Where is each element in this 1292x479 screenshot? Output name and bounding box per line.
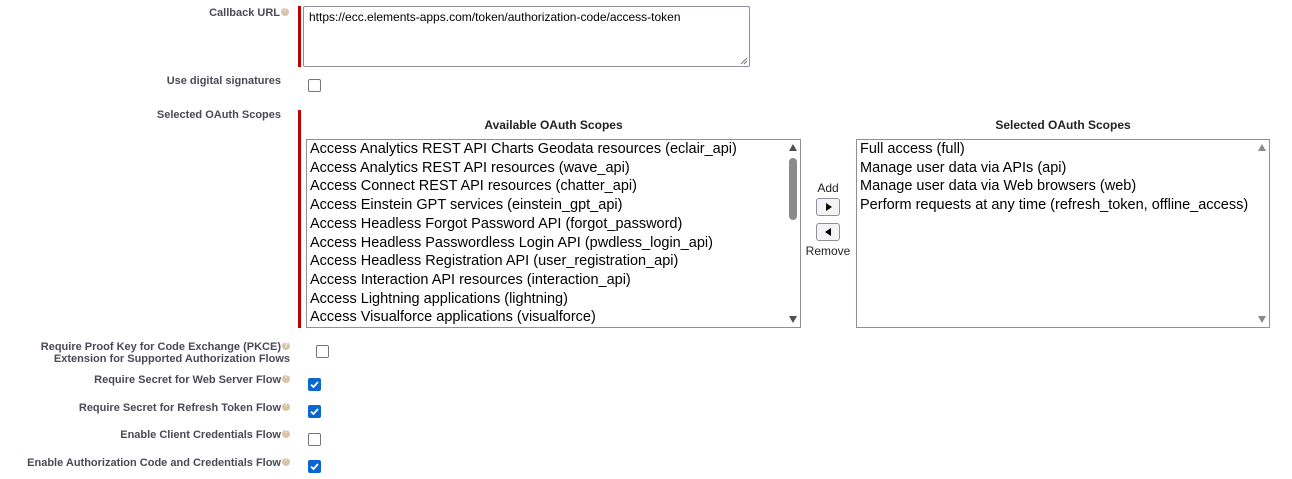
scroll-up-icon[interactable] xyxy=(1258,144,1266,151)
selected-scope-option[interactable]: Full access (full) xyxy=(860,141,965,157)
arrow-right-icon xyxy=(826,203,832,211)
available-scope-option[interactable]: Access Headless Registration API (user_r… xyxy=(310,253,679,270)
pkce-label-line2: Extension for Supported Authorization Fl… xyxy=(53,353,290,365)
digital-signatures-label: Use digital signatures xyxy=(167,75,281,87)
available-scope-option[interactable]: Access Einstein GPT services (einstein_g… xyxy=(310,197,623,214)
oauth-scopes-label: Selected OAuth Scopes xyxy=(157,109,281,121)
resize-grip-icon[interactable] xyxy=(740,57,748,65)
callback-url-label: Callback URL xyxy=(209,6,289,19)
help-icon[interactable] xyxy=(282,373,290,384)
pkce-checkbox[interactable] xyxy=(316,345,329,358)
auth-code-credentials-checkbox[interactable] xyxy=(308,460,321,473)
selected-scope-option[interactable]: Perform requests at any time (refresh_to… xyxy=(860,197,1249,214)
auth-code-credentials-label-text: Enable Authorization Code and Credential… xyxy=(27,457,281,469)
web-server-secret-checkbox[interactable] xyxy=(308,378,321,391)
required-indicator xyxy=(298,110,301,328)
available-scope-option[interactable]: Access Connect REST API resources (chatt… xyxy=(310,178,637,195)
arrow-left-icon xyxy=(825,228,831,236)
callback-url-textarea[interactable]: https://ecc.elements-apps.com/token/auth… xyxy=(303,6,750,67)
refresh-token-secret-label: Require Secret for Refresh Token Flow xyxy=(78,401,290,414)
pkce-label-line1: Require Proof Key for Code Exchange (PKC… xyxy=(40,341,281,353)
available-scope-option[interactable]: Access Interaction API resources (intera… xyxy=(310,271,631,288)
auth-code-credentials-label: Enable Authorization Code and Credential… xyxy=(27,456,290,469)
available-scopes-list: Access Analytics REST API Charts Geodata… xyxy=(307,140,800,327)
client-credentials-label: Enable Client Credentials Flow xyxy=(120,428,290,441)
checkmark-icon xyxy=(310,381,319,389)
web-server-secret-label-text: Require Secret for Web Server Flow xyxy=(94,374,281,386)
callback-url-label-text: Callback URL xyxy=(209,7,280,19)
selected-scopes-header: Selected OAuth Scopes xyxy=(995,118,1131,132)
refresh-token-secret-checkbox[interactable] xyxy=(308,405,321,418)
help-icon[interactable] xyxy=(281,6,289,17)
selected-scopes-listbox[interactable]: Full access (full) Manage user data via A… xyxy=(856,139,1270,328)
callback-url-value: https://ecc.elements-apps.com/token/auth… xyxy=(309,10,681,24)
help-icon[interactable] xyxy=(282,401,290,412)
available-scope-option[interactable]: Access Lightning applications (lightning… xyxy=(310,290,568,307)
available-scopes-listbox[interactable]: Access Analytics REST API Charts Geodata… xyxy=(306,139,801,328)
checkmark-icon xyxy=(310,463,319,471)
refresh-token-secret-label-text: Require Secret for Refresh Token Flow xyxy=(78,402,281,414)
digital-signatures-checkbox[interactable] xyxy=(308,79,321,92)
available-scope-option[interactable]: Access Headless Forgot Password API (for… xyxy=(310,215,683,232)
add-label: Add xyxy=(817,181,839,195)
scroll-down-icon[interactable] xyxy=(1258,316,1266,323)
available-scopes-header: Available OAuth Scopes xyxy=(484,118,623,132)
available-scope-option[interactable]: Access Visualforce applications (visualf… xyxy=(310,309,596,326)
available-scope-option[interactable]: Access Headless Passwordless Login API (… xyxy=(310,234,713,251)
remove-button[interactable] xyxy=(816,223,840,241)
scroll-thumb[interactable] xyxy=(789,158,797,220)
add-button[interactable] xyxy=(816,198,840,216)
available-scope-option[interactable]: Access Analytics REST API Charts Geodata… xyxy=(310,141,737,157)
selected-scopes-list: Full access (full) Manage user data via A… xyxy=(857,140,1269,215)
selected-scopes-scrollbar[interactable] xyxy=(1255,140,1269,327)
help-icon[interactable] xyxy=(282,428,290,439)
web-server-secret-label: Require Secret for Web Server Flow xyxy=(94,373,290,386)
selected-scope-option[interactable]: Manage user data via APIs (api) xyxy=(860,159,1067,176)
selected-scope-option[interactable]: Manage user data via Web browsers (web) xyxy=(860,178,1137,195)
help-icon[interactable] xyxy=(282,456,290,467)
available-scopes-scrollbar[interactable] xyxy=(786,140,800,327)
pkce-label: Require Proof Key for Code Exchange (PKC… xyxy=(40,340,290,365)
client-credentials-label-text: Enable Client Credentials Flow xyxy=(120,429,281,441)
required-indicator xyxy=(298,6,301,67)
digital-signatures-label-text: Use digital signatures xyxy=(166,75,281,87)
help-icon[interactable] xyxy=(282,340,290,352)
scroll-up-icon[interactable] xyxy=(789,144,797,151)
scroll-down-icon[interactable] xyxy=(789,316,797,323)
available-scope-option[interactable]: Access Analytics REST API resources (wav… xyxy=(310,159,630,176)
client-credentials-checkbox[interactable] xyxy=(308,433,321,446)
remove-label: Remove xyxy=(805,244,851,258)
oauth-scopes-label-text: Selected OAuth Scopes xyxy=(156,109,281,121)
checkmark-icon xyxy=(310,408,319,416)
